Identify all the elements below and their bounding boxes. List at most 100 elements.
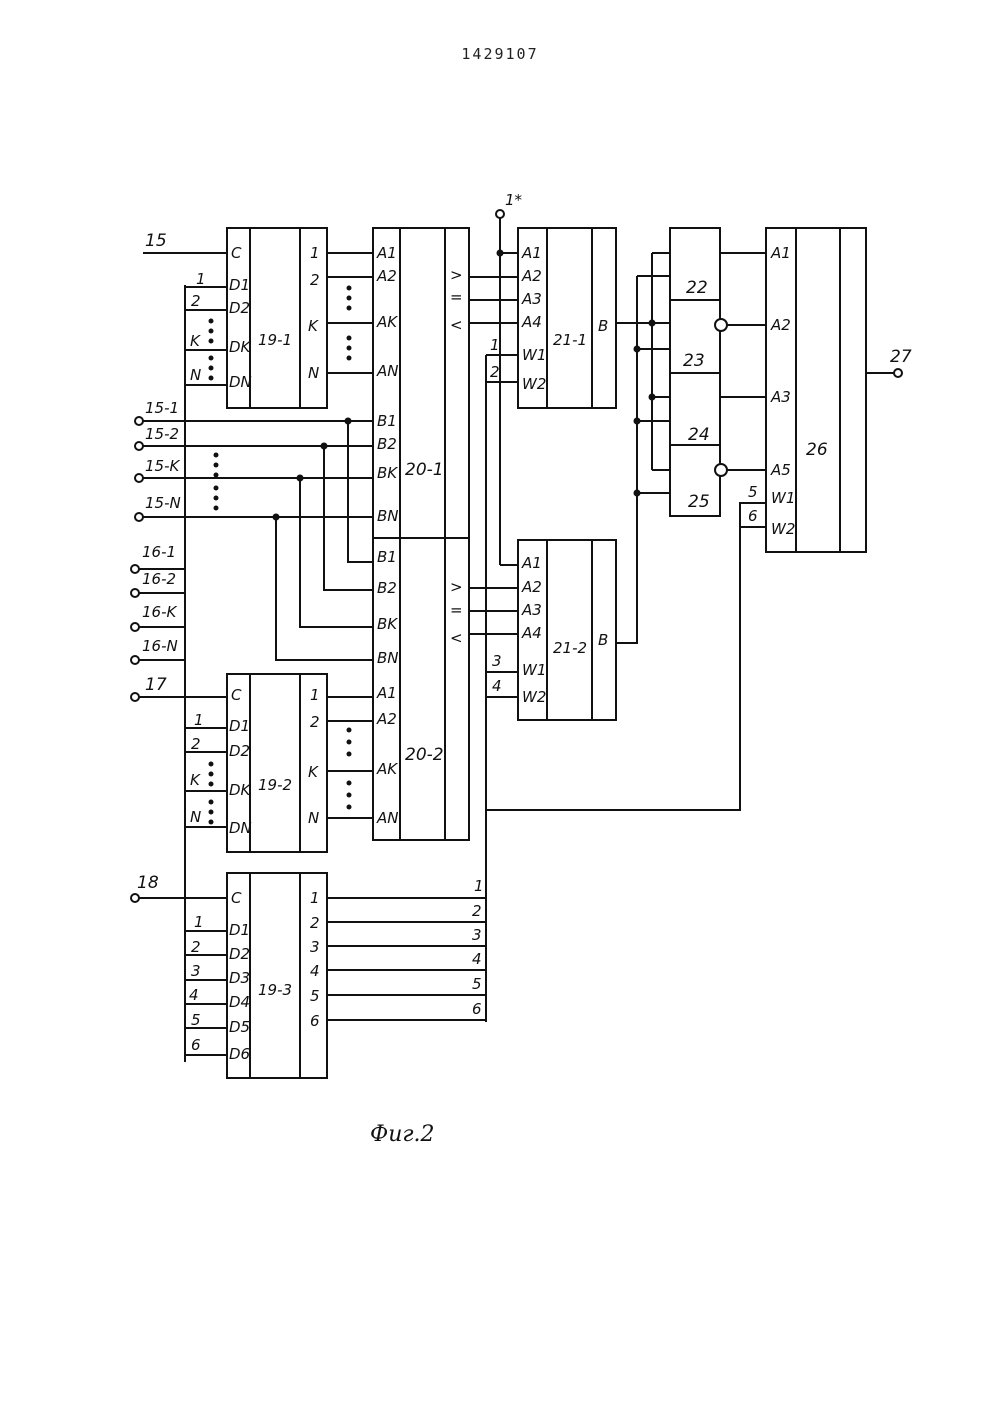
multiplexer-21-2: 21-2 A1 A2 A3 A4 W1 W2 B (518, 540, 616, 720)
pin-label: D3 (229, 969, 250, 987)
gate-22-label: 22 (686, 278, 708, 298)
pin-label: DK (229, 338, 252, 356)
pin-label: D2 (229, 945, 250, 963)
pin-label: N (308, 809, 319, 827)
terminal-16-k: 16-K (142, 603, 177, 621)
terminal-16-1: 16-1 (142, 543, 176, 561)
pin-label: A4 (521, 313, 542, 331)
pin-label: AK (376, 760, 398, 778)
pin-label: A1 (770, 244, 791, 262)
pin-label: C (231, 244, 242, 262)
terminal-16-2: 16-2 (142, 570, 176, 588)
terminal-18: 18 (137, 873, 159, 893)
register-19-3-label: 19-3 (258, 981, 292, 999)
register-19-3: 19-3 C D1 D2 D3 D4 D5 D6 1 2 3 4 5 6 (227, 873, 327, 1078)
pin-label: A1 (376, 684, 397, 702)
pin-label: N (308, 364, 319, 382)
svg-text:3: 3 (191, 962, 201, 980)
pin-label: BN (377, 649, 399, 667)
pin-label: A2 (521, 267, 542, 285)
pin-label: D6 (229, 1045, 250, 1063)
pin-label: 2 (310, 271, 320, 289)
pin-label: B2 (377, 579, 397, 597)
pin-label: D4 (229, 993, 250, 1011)
pin-label: 1 (310, 686, 320, 704)
pin-label: 3 (310, 938, 320, 956)
pin-label: B1 (377, 548, 397, 566)
multiplexer-21-1-label: 21-1 (553, 331, 587, 349)
svg-text:N: N (190, 808, 201, 826)
svg-text:5: 5 (191, 1011, 201, 1029)
pin-label: < (450, 629, 463, 647)
register-19-2-label: 19-2 (258, 776, 292, 794)
svg-text:6: 6 (748, 507, 758, 525)
comparator-20-2: 20-2 B1 B2 BK BN A1 A2 AK AN > = < (373, 538, 469, 840)
pin-label: 4 (310, 962, 320, 980)
svg-text:1: 1 (474, 877, 484, 895)
svg-text:6: 6 (472, 1000, 482, 1018)
pin-label: A5 (770, 461, 791, 479)
gate-24-label: 24 (688, 425, 710, 445)
terminal-15-k: 15-K (145, 457, 180, 475)
pin-label: C (231, 889, 242, 907)
pin-label: BK (377, 615, 398, 633)
svg-text:2: 2 (472, 902, 482, 920)
terminal-17: 17 (145, 675, 167, 695)
figure-caption: Фиг.2 (370, 1122, 435, 1147)
svg-text:2: 2 (191, 735, 201, 753)
svg-text:4: 4 (492, 677, 502, 695)
pin-label: 2 (310, 713, 320, 731)
pin-label: W1 (522, 346, 546, 364)
pin-label: 5 (310, 987, 320, 1005)
pin-label: B1 (377, 412, 397, 430)
pin-label: B (598, 317, 608, 335)
pin-label: 2 (310, 914, 320, 932)
svg-text:1: 1 (196, 270, 206, 288)
pin-label: A3 (521, 290, 542, 308)
gate-25-label: 25 (688, 492, 710, 512)
pin-label: > (450, 266, 463, 284)
pin-label: W1 (522, 661, 546, 679)
svg-text:1: 1 (490, 336, 500, 354)
register-19-1: 19-1 C D1 D2 DK DN 1 2 K N (227, 228, 327, 408)
pin-label: < (450, 316, 463, 334)
pin-label: BK (377, 464, 398, 482)
svg-text:N: N (190, 366, 201, 384)
inverter-bubble (715, 464, 727, 476)
pin-label: A2 (521, 578, 542, 596)
pin-label: A1 (521, 554, 542, 572)
pin-label: A1 (521, 244, 542, 262)
pin-label: BN (377, 507, 399, 525)
terminal-15-1: 15-1 (145, 399, 179, 417)
pin-label: D1 (229, 921, 250, 939)
gate-23-label: 23 (683, 351, 705, 371)
svg-text:5: 5 (472, 975, 482, 993)
pin-label: = (450, 288, 463, 306)
wire-labels: 1 2 K N 1 2 K N 1 2 3 4 5 6 1 2 3 4 5 6 … (189, 270, 758, 1054)
svg-text:3: 3 (492, 652, 502, 670)
terminal-15-n: 15-N (145, 494, 181, 512)
pin-label: W2 (522, 688, 546, 706)
comparator-20-1: 20-1 A1 A2 AK AN B1 B2 BK BN > = < (373, 228, 469, 538)
multiplexer-21-2-label: 21-2 (553, 639, 587, 657)
svg-text:6: 6 (191, 1036, 201, 1054)
pin-label: A1 (376, 244, 397, 262)
pin-label: K (308, 763, 319, 781)
pin-label: D1 (229, 717, 250, 735)
pin-label: DN (229, 373, 252, 391)
pin-label: B2 (377, 435, 397, 453)
terminal-1star: 1* (505, 191, 523, 209)
svg-text:3: 3 (472, 926, 482, 944)
gate-stack-22-25: 22 23 24 25 (670, 228, 720, 516)
pin-label: W2 (771, 520, 795, 538)
pin-label: W1 (771, 489, 795, 507)
svg-text:4: 4 (189, 986, 199, 1004)
pin-label: D5 (229, 1018, 250, 1036)
block-26: 26 A1 A2 A3 A5 W1 W2 (766, 228, 866, 552)
terminal-15: 15 (145, 231, 167, 251)
pin-label: A2 (376, 710, 397, 728)
pin-label: W2 (522, 375, 546, 393)
pin-label: > (450, 578, 463, 596)
pin-label: DN (229, 819, 252, 837)
